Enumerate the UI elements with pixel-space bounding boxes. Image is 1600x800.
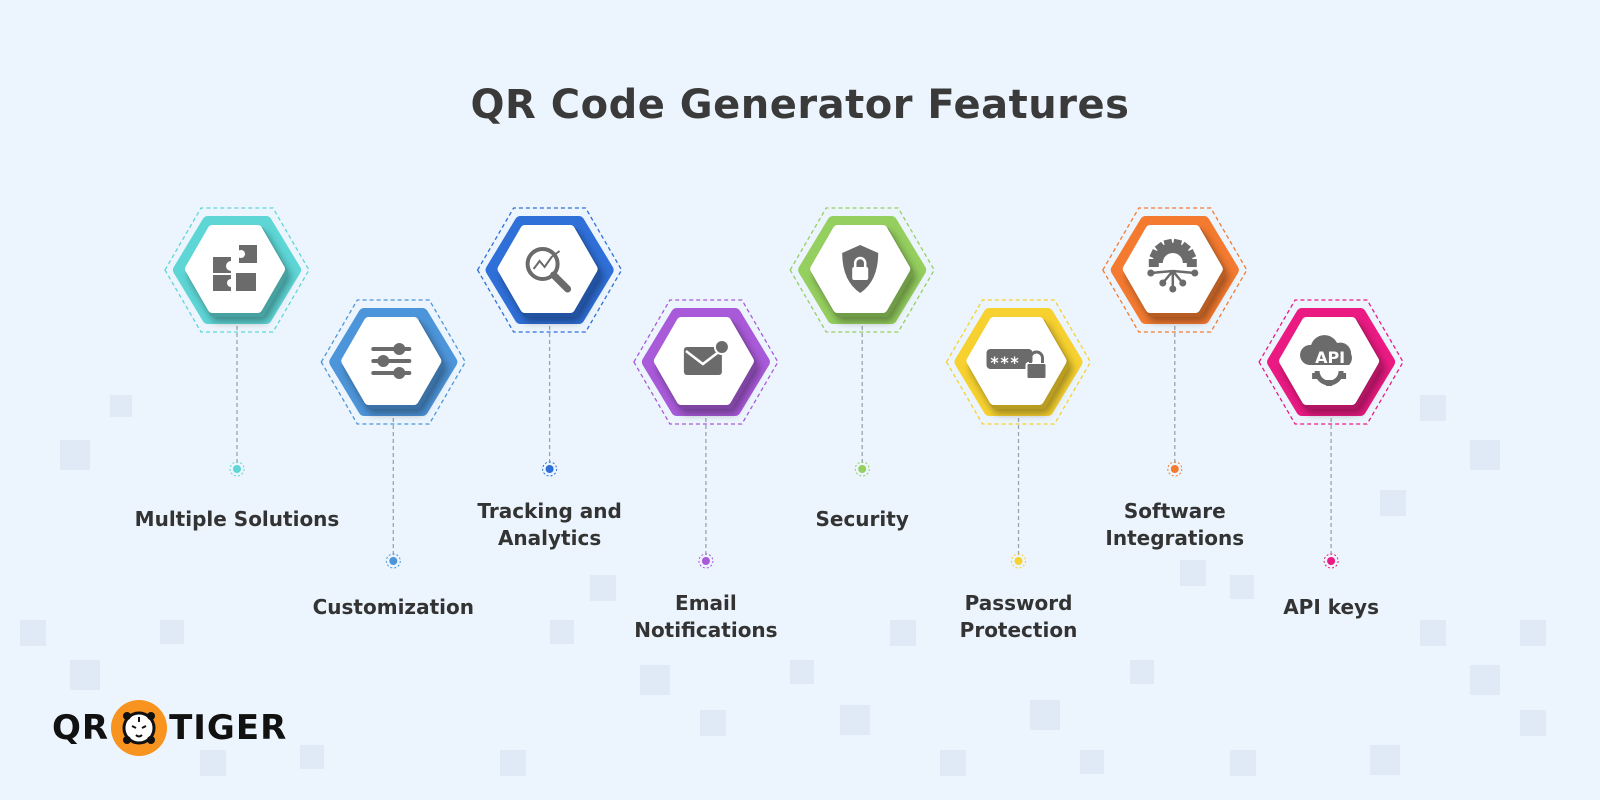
feature-analytics-search: [476, 207, 623, 477]
dashed-hexagon-outline: [1258, 299, 1404, 425]
feature-puzzle: [164, 207, 310, 477]
dashed-hexagon-outline: [633, 299, 779, 425]
background-square: [1030, 700, 1060, 730]
puzzle-icon: [213, 245, 257, 291]
background-square: [1180, 560, 1206, 586]
password-lock-icon: ***: [986, 349, 1048, 380]
sliders-icon: [371, 343, 412, 379]
gear-network-icon: [1147, 238, 1199, 293]
dashed-hexagon-outline: [789, 207, 935, 333]
feature-label: Password Protection: [959, 591, 1078, 642]
dashed-hexagon-outline: [164, 207, 310, 333]
background-square: [1520, 620, 1546, 646]
feature-label: API keys: [1283, 595, 1379, 619]
feature-label: Multiple Solutions: [134, 507, 340, 531]
dot-ring: [698, 553, 714, 569]
feature-shield-lock: [789, 207, 935, 477]
background-square: [790, 660, 814, 684]
background-square: [110, 395, 132, 417]
background-square: [1130, 660, 1154, 684]
background-square: [550, 620, 574, 644]
dot-ring: [385, 553, 401, 569]
dot-marker: [1014, 557, 1023, 565]
background-square: [500, 750, 526, 776]
background-square: [300, 745, 324, 769]
dot-ring: [542, 461, 558, 477]
dot-marker: [1327, 557, 1336, 565]
background-square: [700, 710, 726, 736]
logo-text-tiger: TIGER: [169, 708, 288, 748]
dashed-hexagon-outline: [320, 299, 466, 425]
dot-marker: [233, 465, 241, 473]
logo-text-qr: QR: [52, 708, 110, 748]
background-square: [1520, 710, 1546, 736]
background-square: [1420, 395, 1446, 421]
email-notification-icon: [683, 339, 730, 375]
page-title: QR Code Generator Features: [470, 82, 1130, 128]
background-square: [1420, 620, 1446, 646]
background-square: [60, 440, 90, 470]
feature-sliders: [320, 299, 466, 569]
background-square: [1080, 750, 1104, 774]
dot-ring: [229, 461, 245, 477]
background-square: [590, 575, 616, 601]
background-square: [1380, 490, 1406, 516]
dot-marker: [858, 465, 867, 473]
background-square: [1230, 575, 1254, 599]
dot-ring: [854, 461, 870, 477]
dashed-hexagon-outline: [476, 207, 623, 333]
background-square: [160, 620, 184, 644]
dashed-hexagon-outline: [945, 299, 1092, 425]
analytics-search-icon: [525, 247, 572, 293]
shield-lock-icon: [842, 245, 879, 293]
background-square: [1370, 745, 1400, 775]
dot-marker: [1170, 465, 1179, 473]
white-hexagon: [497, 225, 598, 313]
feature-label: Tracking and Analytics: [477, 499, 622, 550]
background-square: [1230, 750, 1256, 776]
background-square: [890, 620, 916, 646]
svg-text:*: *: [1000, 353, 1009, 372]
feature-email-notification: [633, 299, 779, 569]
dot-marker: [701, 557, 710, 565]
feature-gear-network: [1102, 207, 1248, 477]
feature-label: Software Integrations: [1105, 499, 1245, 550]
dot-marker: [545, 465, 554, 473]
background-square: [1470, 665, 1500, 695]
feature-label: Security: [815, 507, 909, 531]
dashed-hexagon-outline: [1102, 207, 1248, 333]
background-square: [640, 665, 670, 695]
background-square: [1470, 440, 1500, 470]
dot-ring: [1323, 553, 1339, 569]
dot-ring: [1011, 553, 1026, 569]
svg-text:*: *: [1010, 353, 1019, 372]
feature-label: Email Notifications: [634, 591, 778, 642]
background-square: [200, 750, 226, 776]
background-square: [70, 660, 100, 690]
svg-text:*: *: [990, 353, 999, 372]
tiger-face-icon: [111, 700, 168, 756]
feature-label: Customization: [312, 595, 474, 619]
background-square: [20, 620, 46, 646]
api-icon-text: API: [1315, 348, 1345, 367]
qr-tiger-logo: QR TIGER: [52, 698, 287, 758]
dot-ring: [1167, 461, 1183, 477]
api-cloud-icon: API: [1300, 335, 1352, 386]
background-square: [840, 705, 870, 735]
feature-api-cloud: API: [1258, 299, 1404, 569]
feature-password-lock: ***: [945, 299, 1092, 569]
background-square: [940, 750, 966, 776]
dot-marker: [389, 557, 398, 565]
